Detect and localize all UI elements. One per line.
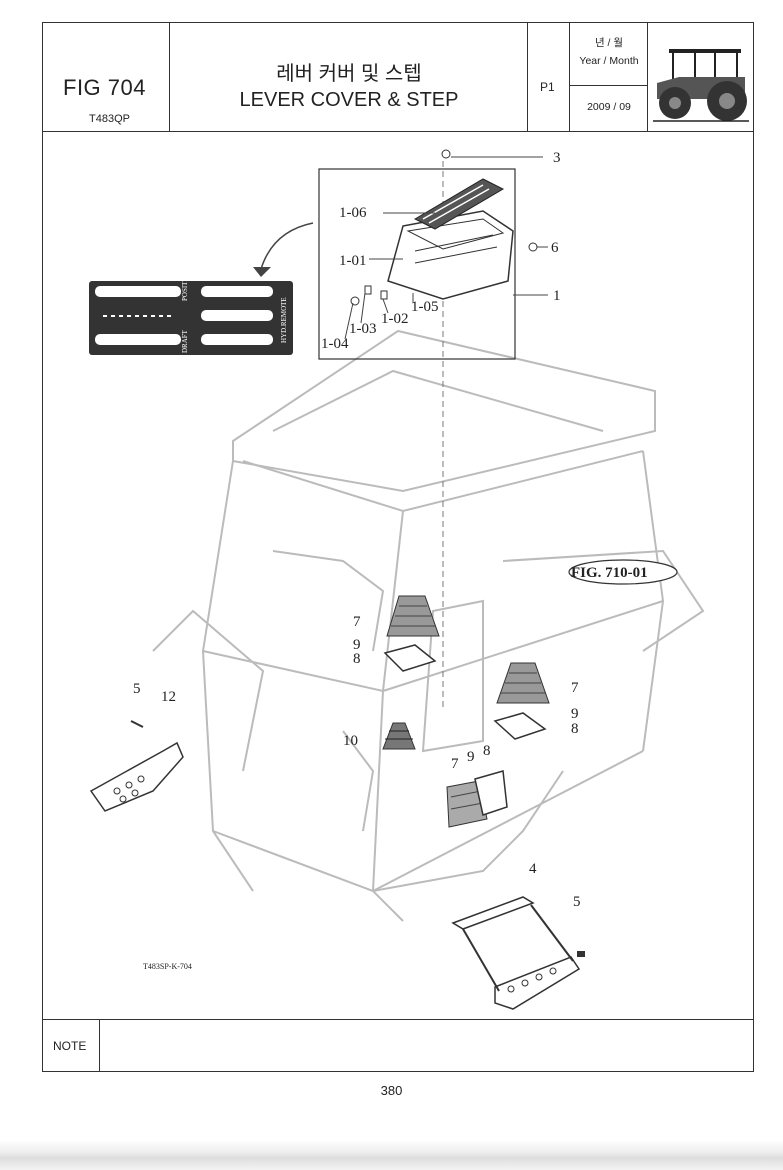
scan-edge bbox=[0, 1140, 783, 1170]
callout-5-left: 5 bbox=[133, 681, 141, 697]
callout-9-right: 9 bbox=[571, 706, 579, 722]
callout-3: 3 bbox=[553, 150, 561, 166]
exploded-parts-drawing: POSITION DRAFT HYD.REMOTE bbox=[89, 149, 705, 1010]
callout-6: 6 bbox=[551, 240, 559, 256]
header-divider bbox=[647, 23, 648, 131]
callout-1-04: 1-04 bbox=[321, 336, 349, 352]
tractor-icon bbox=[653, 49, 749, 122]
page-frame: FIG 704 T483QP 레버 커버 및 스텝 LEVER COVER & … bbox=[42, 22, 754, 1072]
bolt-6 bbox=[528, 242, 538, 252]
callout-7-upper: 7 bbox=[353, 614, 361, 630]
drawing-code: T483SP-K-704 bbox=[143, 962, 192, 971]
boot-10 bbox=[382, 722, 416, 750]
plate-8-lower bbox=[474, 770, 508, 816]
bolt-5-left bbox=[130, 720, 144, 728]
callout-7-lower: 7 bbox=[451, 756, 459, 772]
lever-cover-decal-1-06 bbox=[413, 178, 505, 230]
callout-5-right: 5 bbox=[573, 894, 581, 910]
decal-hyd-remote-text: HYD.REMOTE bbox=[280, 297, 288, 343]
callout-8-upper: 8 bbox=[353, 651, 361, 667]
callout-1-05: 1-05 bbox=[411, 299, 439, 315]
arrow-head bbox=[253, 267, 271, 277]
boot-7-lower bbox=[446, 780, 488, 828]
callout-4: 4 bbox=[529, 861, 537, 877]
callout-10: 10 bbox=[343, 733, 358, 749]
nut-1-04 bbox=[350, 296, 360, 306]
header-bottom-line bbox=[43, 131, 753, 132]
decal-position-text: POSITION bbox=[181, 269, 189, 301]
callout-1-06: 1-06 bbox=[339, 205, 367, 221]
model-code: T483QP bbox=[89, 113, 130, 125]
callout-1-01: 1-01 bbox=[339, 253, 367, 269]
header-divider bbox=[569, 85, 647, 86]
step-12 bbox=[89, 741, 184, 812]
control-decal-plate: POSITION DRAFT HYD.REMOTE bbox=[89, 269, 293, 355]
callout-9-lower: 9 bbox=[467, 749, 475, 765]
step-4 bbox=[451, 896, 581, 1010]
cab-frame-outline bbox=[152, 329, 705, 922]
fig-number: FIG 704 bbox=[63, 75, 146, 100]
header-divider bbox=[169, 23, 170, 131]
decal-arrow bbox=[260, 222, 314, 270]
callout-leaders bbox=[344, 156, 548, 340]
title-korean: 레버 커버 및 스텝 bbox=[276, 63, 422, 85]
fig-ref-oval bbox=[568, 559, 678, 585]
year-month-korean: 년 / 월 bbox=[594, 37, 624, 49]
page-number: 380 bbox=[380, 1083, 403, 1098]
plate-8-upper bbox=[383, 644, 437, 672]
decal-draft-text: DRAFT bbox=[181, 329, 189, 353]
washer-1-03 bbox=[364, 285, 372, 295]
fig-reference-label: FIG. 710-01 bbox=[571, 565, 648, 581]
callout-1-02: 1-02 bbox=[381, 311, 409, 327]
detail-box bbox=[318, 168, 516, 360]
callout-9-upper: 9 bbox=[353, 637, 361, 653]
plate-8-right bbox=[493, 712, 547, 740]
callout-1-03: 1-03 bbox=[349, 321, 377, 337]
note-top-line bbox=[43, 1019, 753, 1020]
lever-cover bbox=[387, 210, 514, 300]
note-label: NOTE bbox=[53, 1039, 87, 1053]
header-divider bbox=[527, 23, 528, 131]
boot-7-upper bbox=[386, 595, 440, 637]
callout-8-right: 8 bbox=[571, 721, 579, 737]
year-month-label: Year / Month bbox=[579, 55, 639, 67]
boot-7-right bbox=[496, 662, 550, 704]
year-month-value: 2009 / 09 bbox=[587, 101, 631, 113]
callout-12: 12 bbox=[161, 689, 176, 705]
header-divider bbox=[569, 23, 570, 131]
callout-7-right: 7 bbox=[571, 680, 579, 696]
bolt-5-right bbox=[577, 951, 585, 957]
page-code: P1 bbox=[540, 80, 555, 94]
clip-1-02 bbox=[380, 290, 388, 300]
bolt-3 bbox=[441, 149, 451, 159]
callout-1: 1 bbox=[553, 288, 561, 304]
callout-8-lower: 8 bbox=[483, 743, 491, 759]
note-divider bbox=[99, 1019, 100, 1071]
title-english: LEVER COVER & STEP bbox=[239, 89, 459, 111]
